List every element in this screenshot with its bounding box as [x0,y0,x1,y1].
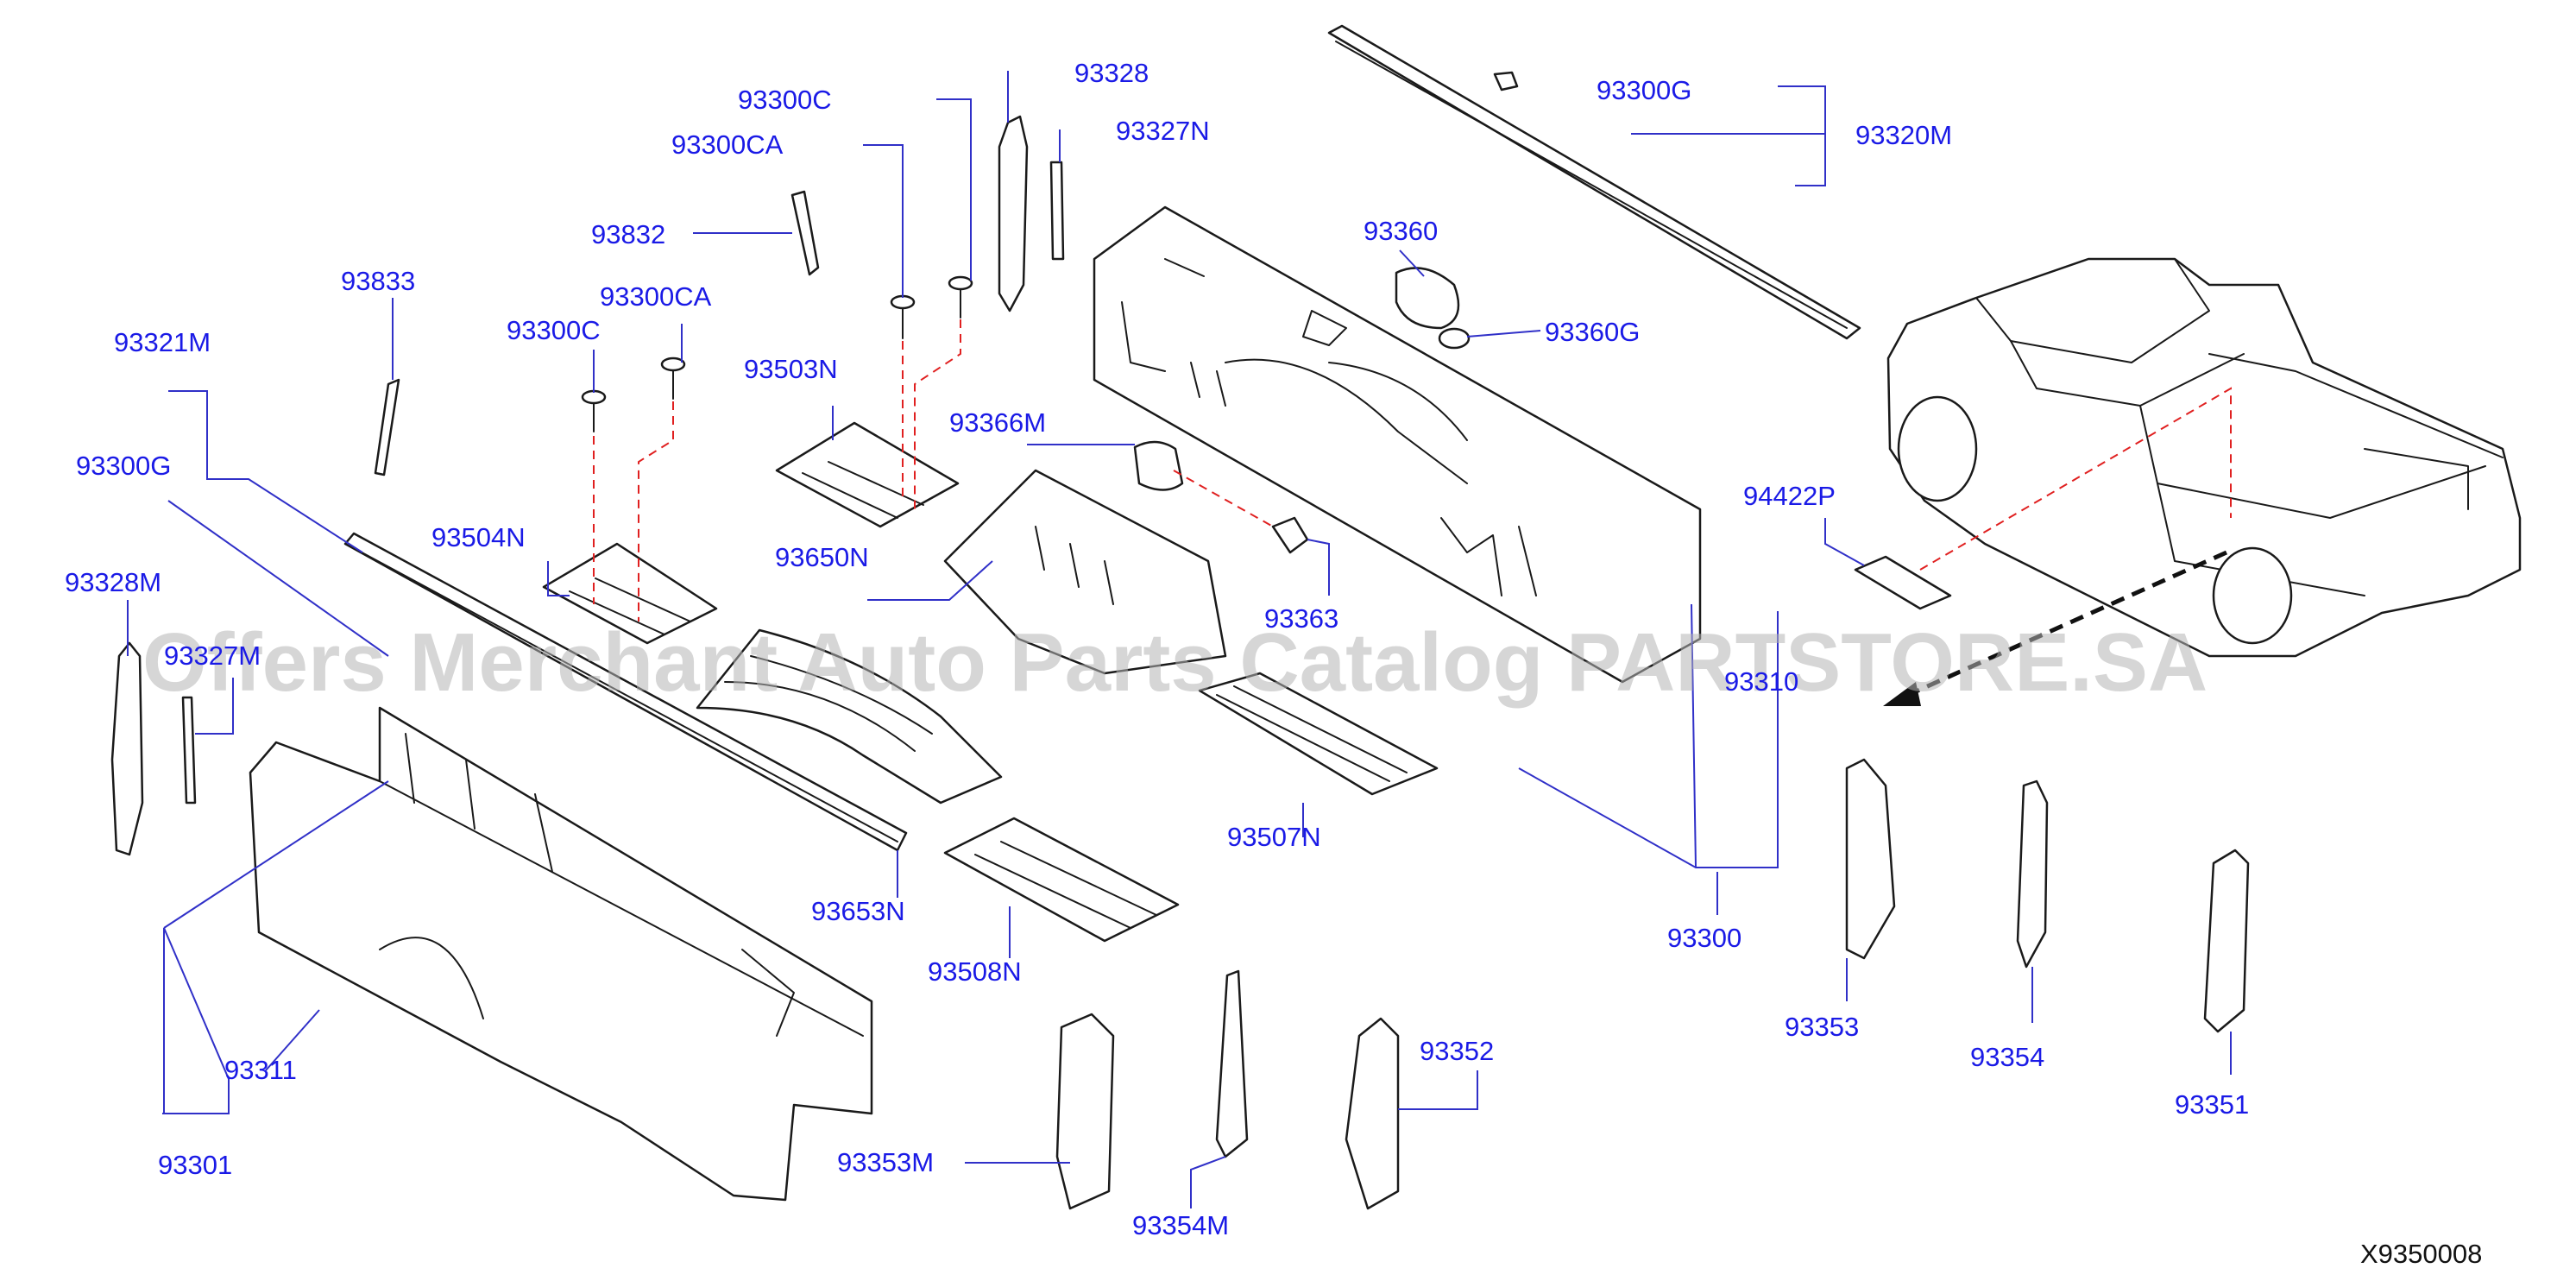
cover-93360 [1395,267,1460,330]
label-93504n: 93504N [431,522,526,552]
label-93351: 93351 [2175,1089,2249,1120]
strip-93327n [1049,161,1065,261]
screw-93300c-top [948,275,973,319]
rail-93321m [343,532,908,852]
label-93650n: 93650N [775,542,869,572]
bracket-93353 [1845,758,1896,960]
label-93327n: 93327N [1116,116,1210,146]
clip-93832 [790,190,820,276]
bracket-93354 [2016,779,2049,969]
pillar-93328 [998,115,1029,312]
panel-93301 [249,706,873,1202]
bracket-93366m [1133,440,1184,491]
label-93310: 93310 [1724,666,1798,697]
label-93503n: 93503N [744,354,838,384]
label-93300ca-mid: 93300CA [600,281,712,312]
screw-93300ca-mid [660,357,686,400]
part-labels: 93300C 93328 93300CA 93327N 93832 93833 … [65,58,2249,1240]
label-93300: 93300 [1667,923,1741,953]
label-93363: 93363 [1264,603,1338,634]
label-93352: 93352 [1420,1036,1494,1066]
label-93300ca-top: 93300CA [671,129,784,160]
label-93300c-mid: 93300C [507,315,601,345]
label-93353m: 93353M [837,1147,934,1177]
fastener-93363 [1271,516,1309,554]
screw-93300c-mid [581,389,607,432]
label-93300c-top: 93300C [738,85,832,115]
label-93354m: 93354M [1132,1210,1229,1240]
panel-93310 [1093,205,1702,684]
bracket-93354m [1215,969,1249,1158]
label-93360: 93360 [1364,216,1438,246]
bracket-93351 [2203,849,2250,1033]
floor-93650n [943,469,1227,675]
leader-lines [127,71,2232,1208]
label-93328m: 93328M [65,567,161,597]
label-93327m: 93327M [164,640,261,671]
pillar-93328m [110,641,144,856]
label-93507n: 93507N [1227,822,1321,852]
wheelhouse-93653n [696,628,1003,805]
label-93321m: 93321M [114,327,211,357]
clip-93833 [374,378,400,476]
watermark-text: Offers Merchant Auto Parts Catalog PARTS… [142,616,2208,709]
clip-93300g-top [1493,71,1519,92]
label-93328-top: 93328 [1074,58,1149,88]
label-93833: 93833 [341,266,415,296]
label-93353: 93353 [1785,1012,1859,1042]
label-93320m: 93320M [1855,120,1952,150]
label-93311: 93311 [224,1055,297,1085]
label-93300g-left: 93300G [76,451,171,481]
plate-93507n [1198,672,1439,796]
label-93300g-top: 93300G [1597,75,1691,105]
clip-94422p [1854,555,1952,610]
dashed-guides [593,319,2232,622]
reference-code: X9350008 [2360,1239,2482,1269]
truck-illustration [1886,257,2522,658]
bracket-93353m [1055,1013,1115,1210]
plate-93508n [943,817,1180,943]
label-93832: 93832 [591,219,665,249]
grommet-93360g [1438,327,1471,350]
rail-93320m [1327,24,1861,340]
label-93508n: 93508N [928,956,1022,987]
label-93301: 93301 [158,1150,232,1180]
screw-93300ca-top [890,294,916,339]
plate-93503n [775,421,960,528]
label-94422p: 94422P [1743,481,1836,511]
label-93366m: 93366M [949,407,1046,438]
plate-93504n [542,542,718,645]
bracket-93352 [1345,1017,1400,1210]
label-93653n: 93653N [811,896,905,926]
label-93360g: 93360G [1545,317,1640,347]
direction-arrow [1883,550,2228,706]
strip-93327m [181,696,197,805]
label-93354: 93354 [1970,1042,2044,1072]
